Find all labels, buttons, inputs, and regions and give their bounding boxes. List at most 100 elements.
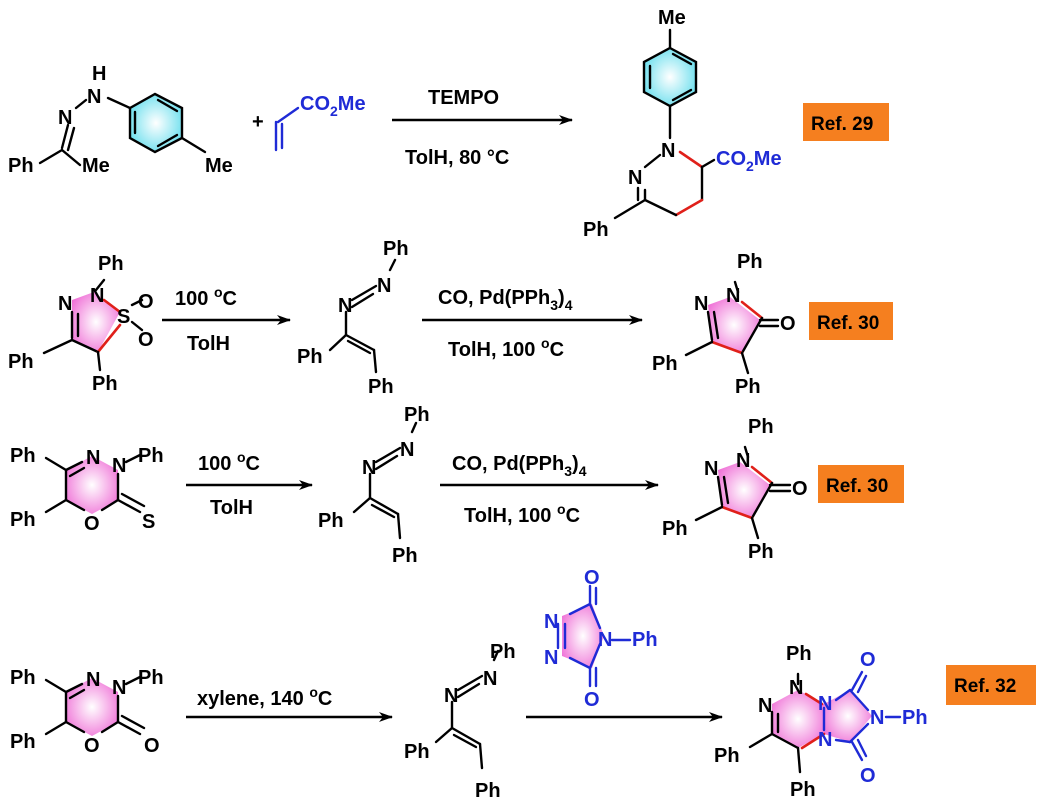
p4-n4-label: N <box>818 729 832 751</box>
ref-32-label: Ref. 32 <box>954 676 1016 697</box>
r2-n1-label: N <box>58 293 72 315</box>
r3-n2-label: N <box>112 455 126 477</box>
ref-32-badge <box>946 665 1036 705</box>
p4-o-top-label: O <box>860 649 876 671</box>
phenyl-label: Ph <box>8 155 34 177</box>
ptad-o-bottom-label: O <box>584 689 600 711</box>
p4-n5-label: N <box>870 707 884 729</box>
p4-ph-n-label: Ph <box>786 643 812 665</box>
p4-n1-label: N <box>789 677 803 699</box>
r4-o-carbonyl-label: O <box>144 735 160 757</box>
product-tetrazine-ring <box>772 690 824 748</box>
reaction-3: N N Ph O S Ph Ph 100 oC TolH Ph N N Ph P… <box>10 404 904 567</box>
r4-ph-n-label: Ph <box>138 667 164 689</box>
p4-ph-blue-label: Ph <box>902 707 928 729</box>
pyrazolone-ring <box>708 297 760 353</box>
i3-n-label: N <box>362 457 376 479</box>
r3-ph1-label: Ph <box>10 445 36 467</box>
ref-30-badge-b <box>818 465 904 503</box>
p3-n2-label: N <box>736 450 750 472</box>
product-tolyl-methyl-label: Me <box>658 7 686 29</box>
r3-s-label: S <box>142 511 155 533</box>
nh-nitrogen-label: N <box>87 86 101 108</box>
reaction-2: Ph N N S O O Ph Ph 100 oC TolH Ph N N Ph… <box>8 238 893 398</box>
p3-o-label: O <box>792 478 808 500</box>
reaction-1: H N N Ph Me Me + CO2Me TEMPO TolH, 80 °C… <box>8 7 889 241</box>
imine-nitrogen-label: N <box>58 107 72 129</box>
p4-n2-label: N <box>758 695 772 717</box>
ref-30-label-a: Ref. 30 <box>817 313 879 334</box>
ptad-n3-label: N <box>598 629 612 651</box>
i2-n-top-label: N <box>377 275 391 297</box>
tolyl-ring <box>130 94 182 152</box>
nh-hydrogen-label: H <box>92 63 106 85</box>
cycloadduct-product: Ph N N N N O N Ph O Ph Ph <box>714 643 928 801</box>
pyrazolone-ring-3 <box>718 462 770 518</box>
p2-n1-label: N <box>694 293 708 315</box>
p3-ph2-label: Ph <box>748 541 774 563</box>
r3-step1-below: TolH <box>210 497 253 519</box>
ester-group-label: CO2Me <box>300 93 366 119</box>
plus-sign: + <box>252 111 264 133</box>
oxadiazine-thione-reactant: N N Ph O S Ph Ph <box>10 445 164 535</box>
i2-ph2-label: Ph <box>368 376 394 398</box>
product-tolyl-ring <box>644 48 696 106</box>
p4-n3-label: N <box>818 693 832 715</box>
ref-29-badge <box>803 103 889 141</box>
i3-ph-top-label: Ph <box>404 404 430 426</box>
p3-ph1-label: Ph <box>662 518 688 540</box>
reaction-4: N N Ph O O Ph Ph xylene, 140 oC Ph N N P… <box>10 567 1036 802</box>
tetrahydropyridazine-product: Me N N CO2Me Ph <box>583 7 782 241</box>
r2-ph2-label: Ph <box>92 373 118 395</box>
i2-n-label: N <box>338 295 352 317</box>
p2-ph2-label: Ph <box>735 376 761 398</box>
product-triazole-ring <box>824 690 872 742</box>
product-n2-label: N <box>628 167 642 189</box>
r2-step2-below: TolH, 100 oC <box>448 335 564 361</box>
ref-30-badge-a <box>809 302 893 340</box>
p3-ph-n-label: Ph <box>748 416 774 438</box>
r2-o2-label: O <box>138 329 154 351</box>
p4-ph1-label: Ph <box>714 745 740 767</box>
r2-step2-above: CO, Pd(PPh3)4 <box>438 287 573 313</box>
r2-step1-above: 100 oC <box>175 284 237 310</box>
i3-n-top-label: N <box>400 439 414 461</box>
pyrazolone-product-2: Ph N N O Ph Ph <box>652 251 796 398</box>
p2-ph-n-label: Ph <box>737 251 763 273</box>
azoalkene-intermediate-3: Ph N N Ph Ph <box>318 404 430 567</box>
r2-o1-label: O <box>138 291 154 313</box>
r4-step1-above: xylene, 140 oC <box>197 684 332 710</box>
r3-step2-below: TolH, 100 oC <box>464 501 580 527</box>
ptad-ph-label: Ph <box>632 629 658 651</box>
thiadiazoline-dioxide-reactant: Ph N N S O O Ph Ph <box>8 253 154 395</box>
condition-tempo: TEMPO <box>428 87 499 109</box>
r3-ph2-label: Ph <box>10 509 36 531</box>
ptad-n1-label: N <box>544 611 558 633</box>
product-phenyl-label: Ph <box>583 219 609 241</box>
methyl-label: Me <box>82 155 110 177</box>
hydrazone-reactant: H N N Ph Me Me <box>8 63 233 177</box>
product-n1-label: N <box>661 140 675 162</box>
condition-tolh-80: TolH, 80 °C <box>405 147 509 169</box>
r2-ph1-label: Ph <box>8 351 34 373</box>
r2-s-label: S <box>117 306 130 328</box>
triazolinedione-ring <box>562 604 604 668</box>
r4-o-ring-label: O <box>84 735 100 757</box>
i3-ph1-label: Ph <box>318 510 344 532</box>
r3-ph-n-label: Ph <box>138 445 164 467</box>
i2-ph-top-label: Ph <box>383 238 409 260</box>
p3-n1-label: N <box>704 458 718 480</box>
i4-ph2-label: Ph <box>475 780 501 802</box>
p2-n2-label: N <box>726 285 740 307</box>
r2-ph-n-label: Ph <box>98 253 124 275</box>
r2-step1-below: TolH <box>187 333 230 355</box>
r3-step1-above: 100 oC <box>198 449 260 475</box>
r3-step2-above: CO, Pd(PPh3)4 <box>452 453 587 479</box>
methyl-acrylate-reactant: CO2Me <box>274 93 366 152</box>
p4-o-bottom-label: O <box>860 765 876 787</box>
azoalkene-intermediate-2: Ph N N Ph Ph <box>297 238 409 398</box>
r4-ph2-label: Ph <box>10 731 36 753</box>
i4-ph1-label: Ph <box>404 741 430 763</box>
p4-ph2-label: Ph <box>790 779 816 801</box>
